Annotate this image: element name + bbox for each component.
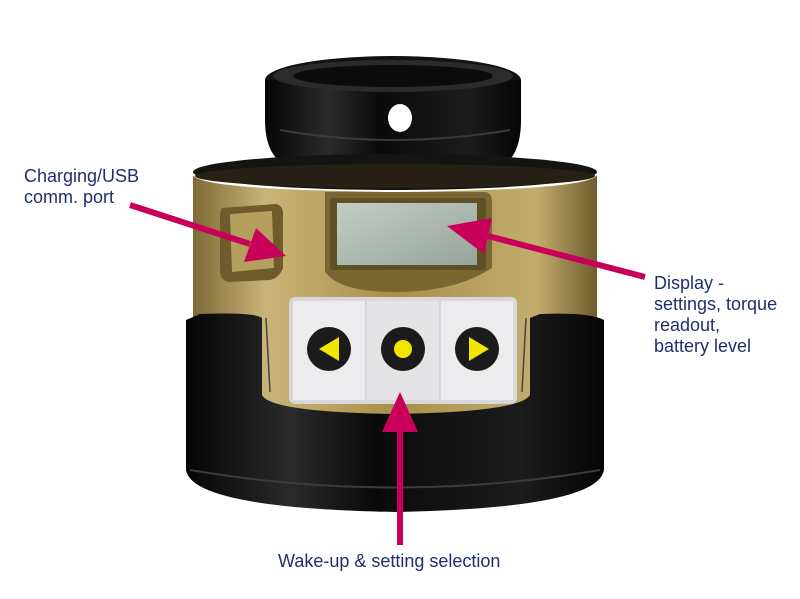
- charging-port-label-line: comm. port: [24, 187, 115, 207]
- display-label-line: Display -: [654, 273, 725, 293]
- display-label-line: battery level: [654, 336, 752, 356]
- display-label-line: settings, torque: [654, 294, 778, 314]
- circle-button-icon: [394, 340, 412, 358]
- top-cap: [265, 56, 521, 170]
- cap-hole: [388, 104, 412, 132]
- charging-port-label: Charging/USB comm. port: [24, 166, 139, 208]
- display-window: [325, 192, 492, 292]
- right-button[interactable]: [455, 327, 499, 371]
- arrow-display: [447, 218, 646, 280]
- display-label-line: readout,: [654, 315, 721, 335]
- arrow-right-icon: [469, 337, 489, 361]
- buttons-label: Wake-up & setting selection: [278, 551, 500, 572]
- bottom-base: [186, 313, 604, 512]
- left-button[interactable]: [307, 327, 351, 371]
- wake-button[interactable]: [381, 327, 425, 371]
- callout-arrows: [129, 202, 646, 545]
- arrow-left-icon: [319, 337, 339, 361]
- arrow-charging-port: [129, 202, 286, 262]
- keypad: [289, 297, 517, 404]
- charging-port-label-line: Charging/USB: [24, 166, 140, 186]
- display-label: Display - settings, torque readout, batt…: [654, 273, 777, 357]
- lcd-screen: [337, 203, 477, 265]
- arrow-buttons: [382, 392, 418, 545]
- buttons-label-line: Wake-up & setting selection: [278, 551, 501, 571]
